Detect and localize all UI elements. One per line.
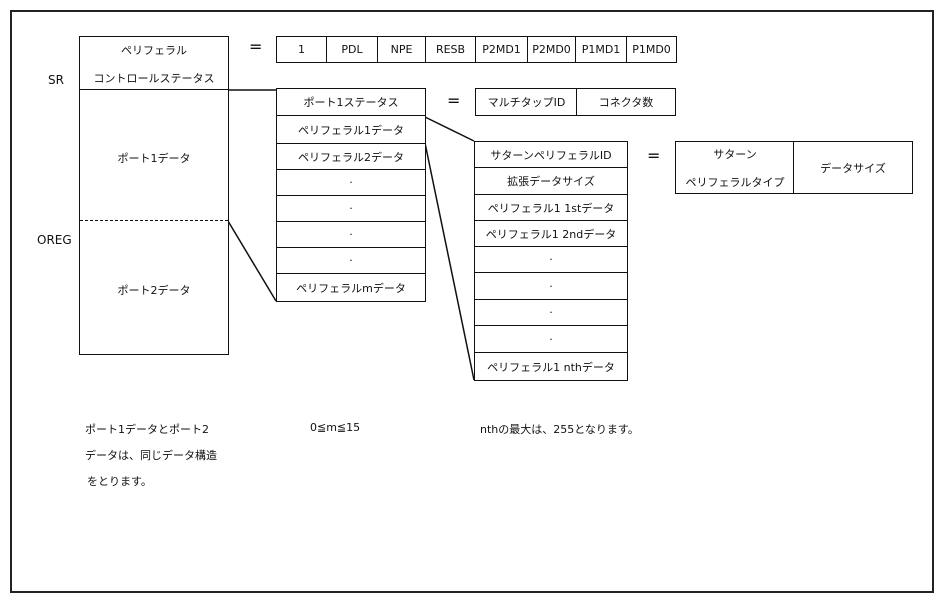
sr-bit-cell: NPE [377, 36, 426, 63]
oreg-connector [227, 220, 277, 302]
port-column-row: · [276, 221, 426, 248]
note-nth-max: nthの最大は、255となります。 [480, 423, 639, 436]
peripheral-column-row: · [474, 325, 628, 353]
data-size-field: データサイズ [793, 141, 913, 194]
equals-sign: = [447, 91, 461, 110]
outer-frame [10, 10, 934, 593]
port-column-row: · [276, 247, 426, 274]
oreg-box: ポート1データ ポート2データ [79, 89, 229, 355]
equals-sign: = [249, 37, 263, 56]
peripheral-column-row: · [474, 272, 628, 300]
note-m-range: 0≦m≦15 [310, 421, 361, 434]
sr-line2: コントロールステータス [93, 71, 215, 85]
peripheral-column-row: ペリフェラル1 2ndデータ [474, 220, 628, 247]
peripheral-column-row: · [474, 299, 628, 326]
sr-bit-cell: 1 [276, 36, 327, 63]
sr-bit-cell: P2MD0 [527, 36, 576, 63]
type-line1: サターン [713, 147, 757, 161]
port-column-row: ポート1ステータス [276, 88, 426, 116]
peripheral-type-field: サターン ペリフェラルタイプ [675, 141, 795, 194]
peripheral-column-row: · [474, 246, 628, 273]
peripheral-column-row: 拡張データサイズ [474, 167, 628, 195]
oreg-label: OREG [37, 233, 72, 247]
port1-data-label: ポート1データ [117, 152, 191, 165]
port-column-row: · [276, 169, 426, 196]
note-port-line1: ポート1データとポート2 [85, 423, 209, 436]
note-port-line3: をとります。 [87, 475, 152, 488]
peripheral-column-row: サターンペリフェラルID [474, 141, 628, 168]
port-column-row: ペリフェラルmデータ [276, 273, 426, 302]
sr-label: SR [48, 73, 64, 87]
sr-bit-cell: P2MD1 [475, 36, 528, 63]
sr-box: ペリフェラル コントロールステータス [79, 36, 229, 91]
sr-bit-cell: RESB [425, 36, 476, 63]
sr-bit-cell: PDL [326, 36, 378, 63]
peripheral-top-connector [424, 116, 475, 142]
multitap-id-field: マルチタップID [475, 88, 578, 116]
type-line2: ペリフェラルタイプ [685, 175, 785, 189]
note-port-line2: データは、同じデータ構造 [85, 449, 217, 462]
port2-data-label: ポート2データ [117, 284, 191, 297]
oreg-divider [80, 220, 228, 221]
peripheral-column-row: ペリフェラル1 nthデータ [474, 352, 628, 381]
peripheral-column-row: ペリフェラル1 1stデータ [474, 194, 628, 221]
port-column-row: ペリフェラル2データ [276, 143, 426, 170]
connector-count-field: コネクタ数 [576, 88, 676, 116]
port-column-row: ペリフェラル1データ [276, 115, 426, 144]
port-column-row: · [276, 195, 426, 222]
sr-bit-cell: P1MD0 [626, 36, 677, 63]
sr-line1: ペリフェラル [121, 43, 187, 57]
equals-sign: = [647, 146, 661, 165]
sr-bit-cell: P1MD1 [575, 36, 627, 63]
peripheral-bottom-connector [424, 142, 475, 381]
